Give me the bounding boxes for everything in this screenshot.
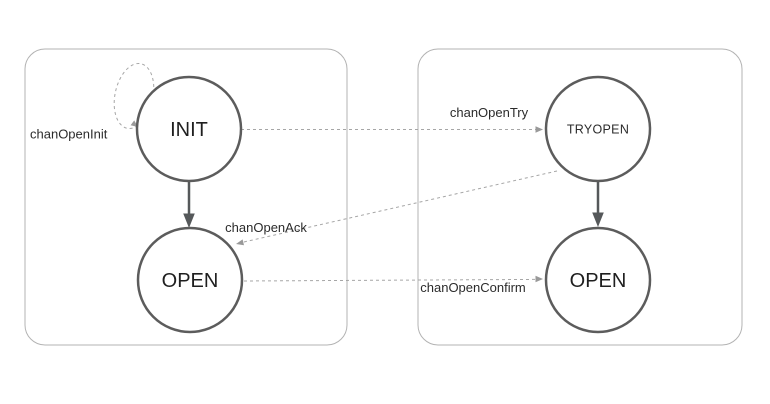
transition-chan-open-init-label: chanOpenInit — [30, 127, 108, 142]
transition-chan-open-confirm-label: chanOpenConfirm — [420, 280, 526, 295]
state-tryopen-circle — [544, 75, 652, 183]
state-open-right-circle — [544, 226, 652, 334]
state-open-left-label: OPEN — [162, 270, 219, 292]
transition-tryopen-to-open-arrowhead — [592, 212, 604, 227]
state-open-left-circle — [136, 226, 244, 334]
right-chain-container — [417, 48, 743, 346]
state-init-label: INIT — [170, 119, 208, 141]
state-open-right-label: OPEN — [570, 270, 627, 292]
left-chain-container — [24, 48, 348, 346]
transition-chan-open-confirm-arrowhead — [535, 275, 543, 283]
state-init-circle — [135, 75, 243, 183]
transition-chan-open-ack-label: chanOpenAck — [225, 220, 307, 235]
transition-init-to-open-arrowhead — [183, 213, 195, 228]
transition-chan-open-try-arrowhead — [535, 126, 543, 133]
state-tryopen-label: TRYOPEN — [567, 123, 629, 137]
transition-chan-open-confirm-line — [243, 278, 537, 282]
transition-chan-open-try-label: chanOpenTry — [450, 105, 529, 120]
transition-chan-open-ack-arrowhead — [236, 239, 244, 246]
